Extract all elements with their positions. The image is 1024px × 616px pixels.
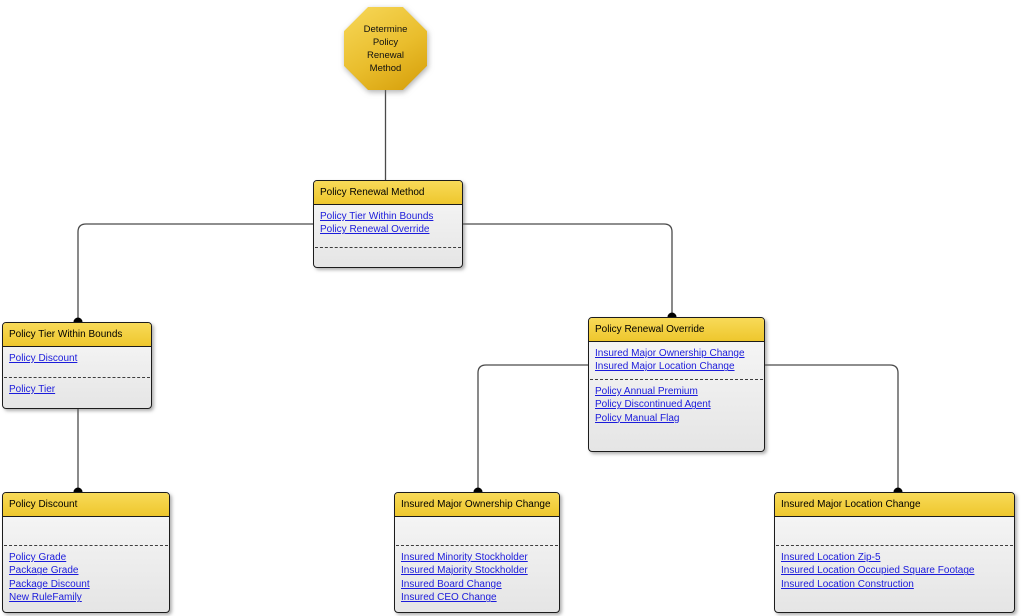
node-title-policy-renewal-override: Policy Renewal Override [589, 318, 764, 342]
connector-override-to-ownership-change [477, 364, 588, 488]
link-policy-discount[interactable]: Policy Discount [9, 353, 78, 364]
section-divider [4, 545, 168, 546]
node-title-insured-major-location-change: Insured Major Location Change [775, 493, 1014, 517]
node-title-policy-discount: Policy Discount [3, 493, 169, 517]
link-package-grade[interactable]: Package Grade [9, 565, 79, 577]
connector-override-to-location-change [765, 364, 899, 488]
link-policy-tier[interactable]: Policy Tier [9, 384, 56, 395]
section-divider [590, 379, 763, 380]
link-policy-tier-within-bounds[interactable]: Policy Tier Within Bounds [320, 211, 434, 222]
link-insured-location-zip-5[interactable]: Insured Location Zip-5 [781, 552, 881, 563]
connector-method-to-renewal-override [463, 223, 673, 313]
link-insured-ceo-change[interactable]: Insured CEO Change [401, 592, 497, 604]
node-policy-renewal-override: Policy Renewal Override Insured Major Ow… [588, 317, 765, 452]
link-package-discount[interactable]: Package Discount [9, 578, 90, 590]
link-policy-grade[interactable]: Policy Grade [9, 552, 67, 563]
node-insured-major-ownership-change: Insured Major Ownership Change Insured M… [394, 492, 560, 613]
link-insured-major-ownership-change[interactable]: Insured Major Ownership Change [595, 348, 745, 359]
link-policy-annual-premium[interactable]: Policy Annual Premium [595, 386, 698, 397]
link-insured-board-change[interactable]: Insured Board Change [401, 578, 502, 590]
section-divider [396, 545, 558, 546]
node-policy-renewal-method: Policy Renewal Method Policy Tier Within… [313, 180, 463, 268]
node-title-insured-major-ownership-change: Insured Major Ownership Change [395, 493, 559, 517]
node-policy-discount: Policy Discount Policy Grade Package Gra… [2, 492, 170, 613]
link-insured-location-construction[interactable]: Insured Location Construction [781, 578, 914, 590]
link-insured-major-location-change[interactable]: Insured Major Location Change [595, 361, 735, 373]
link-policy-manual-flag[interactable]: Policy Manual Flag [595, 412, 680, 424]
link-insured-minority-stockholder[interactable]: Insured Minority Stockholder [401, 552, 528, 563]
node-title-policy-renewal-method: Policy Renewal Method [314, 181, 462, 205]
octagon-icon: Determine Policy Renewal Method [344, 7, 427, 90]
link-new-rulefamily[interactable]: New RuleFamily [9, 592, 82, 604]
root-octagon-shape: Determine Policy Renewal Method [344, 7, 427, 90]
section-divider [4, 377, 150, 378]
root-octagon-label: Determine Policy Renewal Method [363, 23, 408, 74]
node-insured-major-location-change: Insured Major Location Change Insured Lo… [774, 492, 1015, 613]
section-divider [776, 545, 1013, 546]
link-insured-location-occupied-square-footage[interactable]: Insured Location Occupied Square Footage [781, 565, 975, 577]
connector-method-to-tier-within-bounds [77, 223, 313, 318]
link-policy-renewal-override[interactable]: Policy Renewal Override [320, 224, 430, 236]
node-title-policy-tier-within-bounds: Policy Tier Within Bounds [3, 323, 151, 347]
link-insured-majority-stockholder[interactable]: Insured Majority Stockholder [401, 565, 528, 577]
section-divider [315, 247, 461, 248]
node-policy-tier-within-bounds: Policy Tier Within Bounds Policy Discoun… [2, 322, 152, 409]
link-policy-discontinued-agent[interactable]: Policy Discontinued Agent [595, 399, 711, 411]
